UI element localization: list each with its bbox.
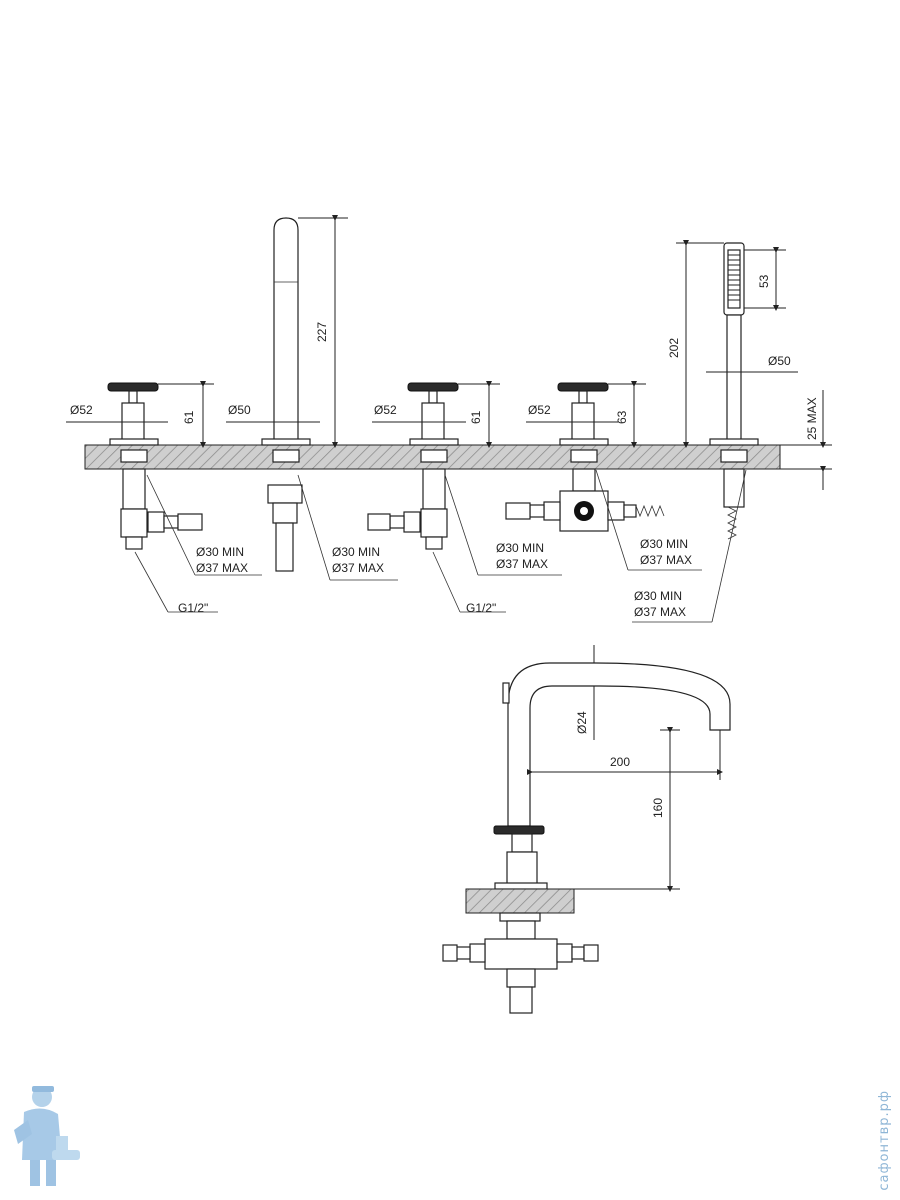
dim-227: 227 <box>315 322 329 342</box>
thread-mid: G1/2" <box>466 601 496 615</box>
hole3-min: Ø30 MIN <box>496 541 544 555</box>
watermark-text: сафонтвр.рф <box>877 1090 892 1191</box>
hole3-max: Ø37 MAX <box>496 557 548 571</box>
dim-63: 63 <box>615 410 629 424</box>
hole2-max: Ø37 MAX <box>332 561 384 575</box>
plumber-mascot-icon <box>14 1086 80 1186</box>
dim-61-b: 61 <box>469 410 483 424</box>
dim-d52-c: Ø52 <box>528 403 551 417</box>
hand-shower <box>709 242 759 540</box>
hole4-min: Ø30 MIN <box>640 537 688 551</box>
dim-202: 202 <box>667 338 681 358</box>
valve-middle <box>367 382 459 550</box>
thread-left: G1/2" <box>178 601 208 615</box>
side-view-spout <box>442 662 731 1014</box>
dim-61-a: 61 <box>182 410 196 424</box>
callout-leaders <box>134 469 747 623</box>
dim-d52-b: Ø52 <box>374 403 397 417</box>
dim-d50-spout: Ø50 <box>228 403 251 417</box>
hole1-min: Ø30 MIN <box>196 545 244 559</box>
dim-d24: Ø24 <box>575 711 589 734</box>
dim-160: 160 <box>651 798 665 818</box>
hole2-min: Ø30 MIN <box>332 545 380 559</box>
dim-53: 53 <box>757 274 771 288</box>
hole5-max: Ø37 MAX <box>634 605 686 619</box>
hole5-min: Ø30 MIN <box>634 589 682 603</box>
dim-d52-a: Ø52 <box>70 403 93 417</box>
dimension-lines-top <box>66 215 832 490</box>
dim-25-max: 25 MAX <box>805 397 819 440</box>
bath-spout <box>261 217 311 572</box>
hole1-max: Ø37 MAX <box>196 561 248 575</box>
hole4-max: Ø37 MAX <box>640 553 692 567</box>
dim-200: 200 <box>610 755 630 769</box>
dimension-lines-side <box>527 645 723 892</box>
diverter-valve <box>505 382 665 532</box>
dim-d50-shower: Ø50 <box>768 354 791 368</box>
